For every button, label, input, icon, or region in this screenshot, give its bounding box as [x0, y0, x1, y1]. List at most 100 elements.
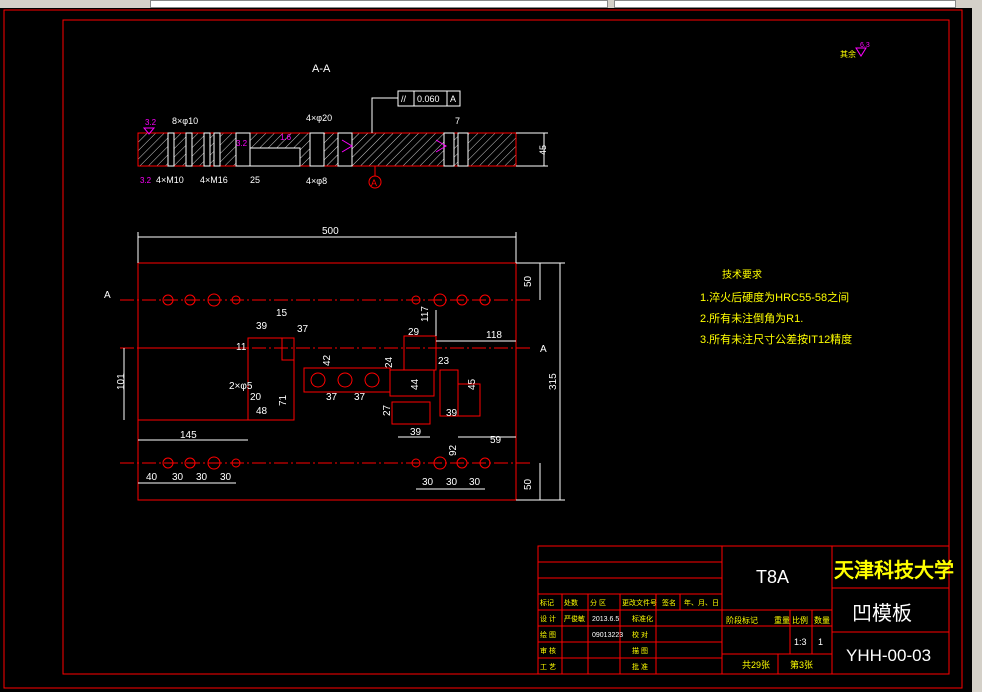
svg-text:数量: 数量 [814, 615, 830, 625]
svg-text:11: 11 [236, 342, 247, 353]
datum-label: A [371, 178, 377, 188]
svg-text:30: 30 [196, 472, 208, 483]
qty-value: 1 [818, 637, 823, 647]
svg-text:3.2: 3.2 [145, 118, 157, 127]
svg-text:37: 37 [326, 392, 338, 403]
svg-text:37: 37 [354, 392, 366, 403]
svg-text:更改文件号: 更改文件号 [622, 598, 657, 607]
svg-text:7: 7 [455, 116, 460, 126]
svg-text:39: 39 [410, 427, 422, 438]
svg-text:117: 117 [420, 306, 431, 322]
svg-text:30: 30 [220, 472, 232, 483]
flatness-value: 0.060 [417, 94, 440, 104]
material: T8A [756, 567, 789, 587]
svg-text:39: 39 [256, 321, 268, 332]
svg-text:30: 30 [422, 477, 434, 488]
svg-text:比例: 比例 [792, 615, 808, 625]
svg-text:45: 45 [467, 378, 478, 390]
section-mark-right: A [540, 344, 547, 355]
svg-text:44: 44 [410, 378, 421, 390]
svg-text:48: 48 [256, 406, 268, 417]
svg-text:校 对: 校 对 [632, 630, 648, 639]
svg-text:42: 42 [322, 354, 333, 366]
svg-text:审 核: 审 核 [540, 646, 556, 655]
drawing-number: YHH-00-03 [846, 646, 931, 665]
svg-text:工 艺: 工 艺 [540, 663, 556, 671]
tech-item-1: 1.淬火后硬度为HRC55-58之间 [700, 290, 849, 304]
scale-value: 1:3 [794, 637, 807, 647]
svg-text:25: 25 [250, 175, 260, 185]
svg-text:严俊敏: 严俊敏 [564, 614, 585, 623]
svg-text:118: 118 [486, 330, 502, 341]
datum-circle [368, 175, 382, 189]
svg-text:1.6: 1.6 [280, 133, 292, 142]
svg-text:500: 500 [322, 226, 339, 237]
svg-text:27: 27 [382, 404, 393, 416]
svg-text:30: 30 [446, 477, 458, 488]
svg-text:签名: 签名 [662, 598, 676, 607]
svg-text:4×φ8: 4×φ8 [306, 176, 327, 186]
svg-text:09013223: 09013223 [592, 632, 623, 639]
svg-text:描 图: 描 图 [632, 646, 648, 655]
svg-text:24: 24 [384, 356, 395, 368]
section-mark-left: A [104, 290, 111, 301]
svg-text:50: 50 [523, 478, 534, 490]
svg-text:30: 30 [469, 477, 481, 488]
svg-text:50: 50 [523, 275, 534, 287]
section-view: A-A // 0.060 A A 45 3.2 8×φ10 4×φ20 [137, 63, 548, 189]
svg-text:71: 71 [278, 394, 289, 406]
svg-text:8×φ10: 8×φ10 [172, 116, 198, 126]
svg-text:4×M16: 4×M16 [200, 175, 228, 185]
svg-text:第3张: 第3张 [790, 659, 813, 670]
tech-item-3: 3.所有未注尺寸公差按IT12精度 [700, 332, 852, 346]
svg-text:315: 315 [548, 373, 559, 390]
svg-text:批 准: 批 准 [632, 662, 648, 671]
drawing-frame [62, 19, 950, 675]
part-name: 凹模板 [852, 602, 912, 625]
top-input-box[interactable] [150, 0, 608, 8]
svg-text:3.2: 3.2 [140, 176, 152, 185]
svg-text:共29张: 共29张 [742, 660, 770, 670]
svg-text:2013.6.5: 2013.6.5 [592, 616, 619, 623]
roughness-corner: 其余 6.3 [840, 42, 870, 59]
svg-text:92: 92 [448, 444, 459, 456]
svg-text:45: 45 [538, 145, 548, 155]
svg-text:30: 30 [172, 472, 184, 483]
svg-text:40: 40 [146, 472, 158, 483]
svg-text:4×φ20: 4×φ20 [306, 113, 332, 123]
plan-view: 500 315 50 50 118 117 15 37 39 11 101 14… [104, 226, 565, 501]
svg-text:15: 15 [276, 308, 288, 319]
svg-text:29: 29 [408, 327, 420, 338]
svg-text:39: 39 [446, 408, 458, 419]
flatness-symbol: // [401, 94, 407, 104]
svg-text:阶段标记: 阶段标记 [726, 615, 758, 625]
svg-text:重量: 重量 [774, 615, 790, 625]
svg-text:59: 59 [490, 435, 502, 446]
svg-text:设 计: 设 计 [540, 614, 556, 623]
university: 天津科技大学 [834, 558, 954, 582]
svg-text:37: 37 [297, 324, 309, 335]
tech-title: 技术要求 [722, 268, 762, 281]
svg-text:20: 20 [250, 392, 262, 403]
top-input-box[interactable] [614, 0, 956, 8]
svg-text:标准化: 标准化 [632, 614, 653, 623]
roughness-value: 6.3 [860, 42, 870, 49]
roughness-note: 其余 [840, 49, 856, 59]
svg-text:23: 23 [438, 356, 450, 367]
section-label: A-A [312, 63, 331, 75]
svg-text:绘 图: 绘 图 [540, 630, 556, 639]
svg-text:年、月、日: 年、月、日 [684, 598, 719, 607]
tech-item-2: 2.所有未注倒角为R1. [700, 311, 803, 325]
window-top-bar [0, 0, 982, 8]
svg-text:2×φ5: 2×φ5 [229, 381, 253, 392]
tech-requirements: 技术要求 1.淬火后硬度为HRC55-58之间 2.所有未注倒角为R1. 3.所… [700, 268, 852, 346]
title-block: T8A 天津科技大学 凹模板 YHH-00-03 阶段标记 比例 重量 数量 1… [537, 545, 954, 675]
flatness-datum: A [450, 94, 456, 104]
svg-text:处数: 处数 [564, 598, 578, 607]
svg-text:3.2: 3.2 [236, 139, 248, 148]
svg-text:分 区: 分 区 [590, 598, 606, 607]
vertical-scrollbar[interactable] [972, 8, 982, 692]
svg-text:4×M10: 4×M10 [156, 175, 184, 185]
svg-text:101: 101 [116, 373, 127, 390]
